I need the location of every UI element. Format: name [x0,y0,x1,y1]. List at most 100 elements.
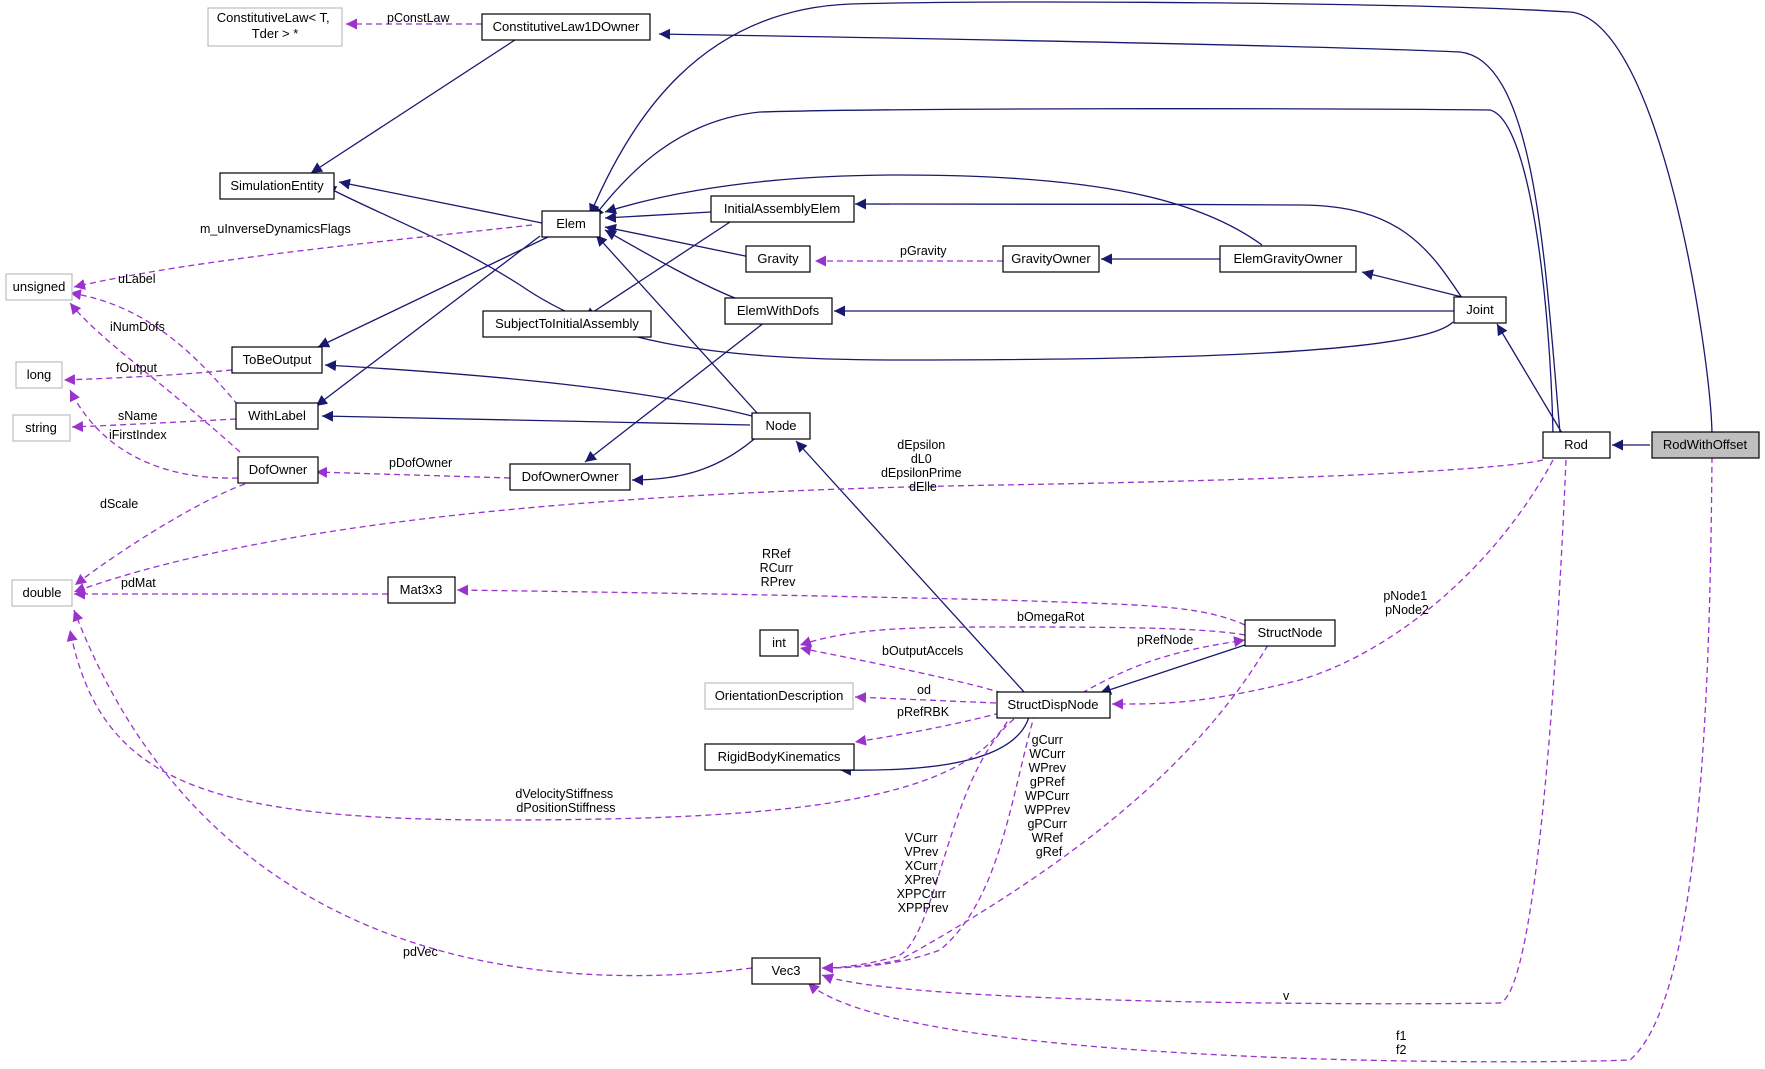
node-withlabel[interactable]: WithLabel [235,402,319,430]
node-rigidbodykinematics[interactable]: RigidBodyKinematics [704,743,855,771]
node-simulationentity[interactable]: SimulationEntity [219,172,335,200]
edge-foutput [63,369,233,386]
edge-rref [456,584,1246,626]
label-sname: sName [118,409,158,423]
node-elem[interactable]: Elem [541,210,601,238]
svg-text:RodWithOffset: RodWithOffset [1663,437,1748,452]
label-ulabel: uLabel [118,272,156,286]
edge-ifirstindex [69,389,239,479]
edge-ulabel [69,289,239,406]
svg-text:ConstitutiveLaw1DOwner: ConstitutiveLaw1DOwner [493,19,640,34]
node-double[interactable]: double [11,579,73,607]
nodes: ConstitutiveLaw< T, Tder > * Constitutiv… [5,7,1760,985]
label-rref: RRef RCurr RPrev [760,547,797,589]
edge-dscale [74,483,246,586]
node-initialassemblyelem[interactable]: InitialAssemblyElem [710,195,855,223]
node-int[interactable]: int [759,629,799,657]
label-foutput: fOutput [116,361,158,375]
svg-text:DofOwner: DofOwner [249,462,308,477]
node-mat3x3[interactable]: Mat3x3 [387,576,456,604]
node-structdispnode[interactable]: StructDispNode [996,691,1111,719]
edge-rod-elem [592,108,1554,434]
edge-elem-withlabel [315,235,541,407]
edge-joint-initasm [854,198,1463,299]
edge-rod-joint [1496,323,1563,434]
node-gravity[interactable]: Gravity [745,245,811,273]
edge-gravity-elem [604,223,751,258]
label-dvel: dVelocityStiffness dPositionStiffness [515,787,616,815]
node-tobeoutput[interactable]: ToBeOutput [231,346,323,374]
edge-dvel [66,629,1013,821]
label-ifirstindex: iFirstIndex [109,428,167,442]
edge-elem-tobeoutput [317,235,551,348]
edge-elem-simentity [338,178,543,224]
svg-text:StructNode: StructNode [1257,625,1322,640]
svg-text:Rod: Rod [1564,437,1588,452]
node-rod[interactable]: Rod [1542,431,1611,459]
label-od: od [917,683,931,697]
edge-elemdofs-elem [604,229,741,301]
node-joint[interactable]: Joint [1453,296,1507,324]
edge-v [821,459,1567,1005]
edge-rodwithoffset-elem [589,1,1713,434]
node-structnode[interactable]: StructNode [1244,619,1336,647]
svg-text:GravityOwner: GravityOwner [1011,251,1091,266]
node-long[interactable]: long [15,361,63,389]
node-string[interactable]: string [12,414,71,442]
label-v: v [1283,989,1290,1003]
label-bomegarot: bOmegaRot [1017,610,1085,624]
label-f: f1 f2 [1396,1029,1410,1057]
svg-text:Node: Node [765,418,796,433]
node-dofownerowner[interactable]: DofOwnerOwner [509,463,631,491]
svg-text:ToBeOutput: ToBeOutput [243,352,312,367]
node-elemwithdofs[interactable]: ElemWithDofs [724,297,833,325]
node-vec3[interactable]: Vec3 [751,957,821,985]
label-m-uinverse: m_uInverseDynamicsFlags [200,222,351,236]
edge-node-dofownerowner [631,433,761,486]
edge-pnode [1111,459,1554,710]
label-prefrbk: pRefRBK [897,705,950,719]
node-gravityowner[interactable]: GravityOwner [1002,245,1100,273]
edge-elemgravowner-elem [604,174,1263,246]
label-inumdofs: iNumDofs [110,320,165,334]
svg-text:unsigned: unsigned [13,279,66,294]
usage-edges [63,18,1713,1063]
edge-m-uinverse [73,224,533,290]
edge-joint-elemgravowner [1361,269,1463,298]
node-dofowner[interactable]: DofOwner [237,456,319,484]
edge-f [807,456,1713,1063]
edge-sname [71,418,237,433]
svg-text:InitialAssemblyElem: InitialAssemblyElem [724,201,840,216]
label-boutputaccels: bOutputAccels [882,644,963,658]
svg-text:RigidBodyKinematics: RigidBodyKinematics [718,749,841,764]
node-constitutivelaw1downer[interactable]: ConstitutiveLaw1DOwner [481,13,651,41]
svg-text:Mat3x3: Mat3x3 [400,582,443,597]
edge-node-elem [595,234,759,415]
node-node[interactable]: Node [751,412,811,440]
label-pdofowner: pDofOwner [389,456,452,470]
node-constitutivelaw-template[interactable]: ConstitutiveLaw< T, Tder > * [207,7,343,47]
edge-depsilon [73,459,1544,594]
label-gcurr: gCurr WCurr WPrev gPRef WPCurr WPPrev gP… [1024,733,1073,859]
svg-text:WithLabel: WithLabel [248,408,306,423]
label-pnode: pNode1 pNode2 [1383,589,1430,617]
label-pdmat: pdMat [121,576,156,590]
edge-inumdofs [69,302,241,453]
label-depsilon: dEpsilon dL0 dEpsilonPrime dElle [881,438,965,494]
svg-text:StructDispNode: StructDispNode [1007,697,1098,712]
svg-text:Gravity: Gravity [757,251,799,266]
node-elemgravityowner[interactable]: ElemGravityOwner [1219,245,1357,273]
edge-labels: pConstLaw m_uInverseDynamicsFlags uLabel… [100,11,1430,1057]
edge-node-tobeoutput [324,360,753,417]
edge-vcurr [821,712,1023,974]
svg-text:ElemGravityOwner: ElemGravityOwner [1233,251,1343,266]
svg-text:SimulationEntity: SimulationEntity [230,178,324,193]
edge-structdisp-node [795,440,1026,694]
node-rodwithoffset[interactable]: RodWithOffset [1651,431,1760,459]
node-orientationdescription[interactable]: OrientationDescription [704,682,854,710]
svg-text:int: int [772,635,786,650]
label-pgravity: pGravity [900,244,947,258]
inheritance-edges [310,1,1713,776]
node-subjecttoinitialassembly[interactable]: SubjectToInitialAssembly [482,310,652,338]
node-unsigned[interactable]: unsigned [5,273,73,301]
